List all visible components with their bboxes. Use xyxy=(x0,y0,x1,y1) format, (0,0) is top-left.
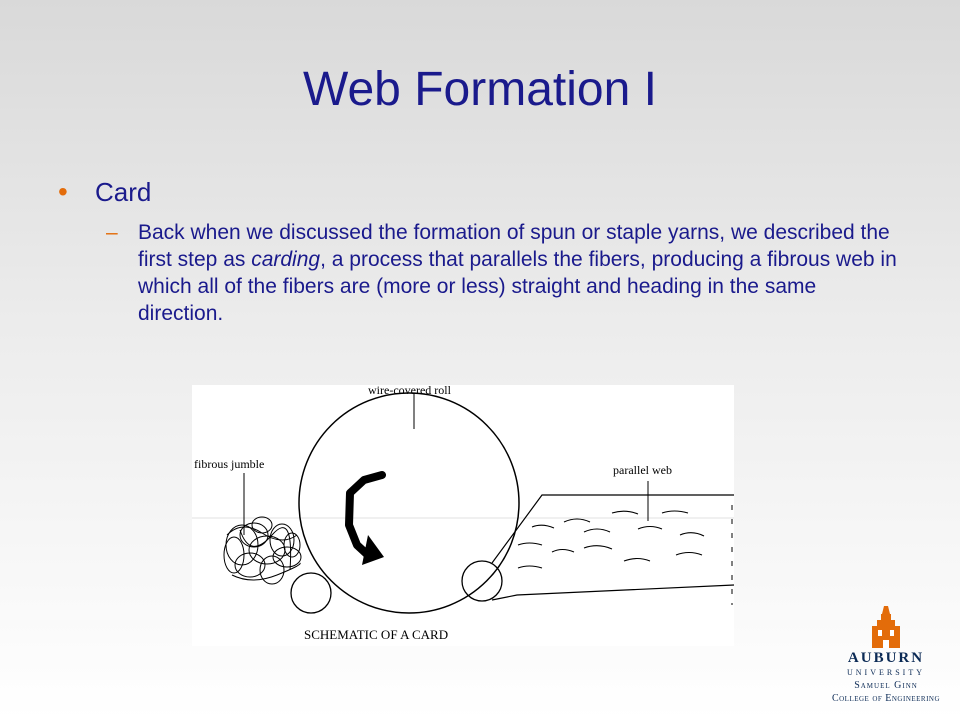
logo-college-line1: Samuel Ginn xyxy=(854,680,918,691)
rotation-arrow-icon xyxy=(345,471,386,561)
parallel-fibers xyxy=(517,510,705,569)
fibrous-jumble xyxy=(223,516,302,585)
doffer-roll xyxy=(461,560,503,602)
bullet-dot-icon: • xyxy=(58,176,68,207)
slide-title: Web Formation I xyxy=(303,63,657,116)
sub-bullet-text: Back when we discussed the formation of … xyxy=(138,219,898,327)
feed-roll xyxy=(290,572,332,614)
tower-icon xyxy=(872,606,900,648)
logo-sub: UNIVERSITY xyxy=(847,668,925,677)
card-schematic-figure: wire-covered roll fibrous jumble paralle… xyxy=(192,383,734,646)
wire-covered-roll xyxy=(298,392,520,614)
sub-bullet: – Back when we discussed the formation o… xyxy=(106,219,906,327)
label-fibrous-jumble: fibrous jumble xyxy=(194,457,265,471)
bullet-item-card: • Card xyxy=(58,176,151,208)
dash-icon: – xyxy=(106,221,118,244)
sub-text-after: , a process that parallels the fibers, p… xyxy=(138,248,897,325)
sub-text-before: Back when we discussed the formation of … xyxy=(138,221,890,271)
sub-text-emphasis: carding xyxy=(251,248,321,271)
auburn-logo: AUBURN UNIVERSITY Samuel Ginn College of… xyxy=(826,604,946,710)
label-parallel-web: parallel web xyxy=(613,463,672,477)
label-wire-covered-roll: wire-covered roll xyxy=(368,383,451,397)
logo-name: AUBURN xyxy=(847,650,925,666)
card-schematic-drawing xyxy=(192,392,734,614)
bullet-text: Card xyxy=(95,177,152,207)
figure-caption: SCHEMATIC OF A CARD xyxy=(304,627,449,642)
logo-college-line2: College of Engineering xyxy=(831,693,941,704)
